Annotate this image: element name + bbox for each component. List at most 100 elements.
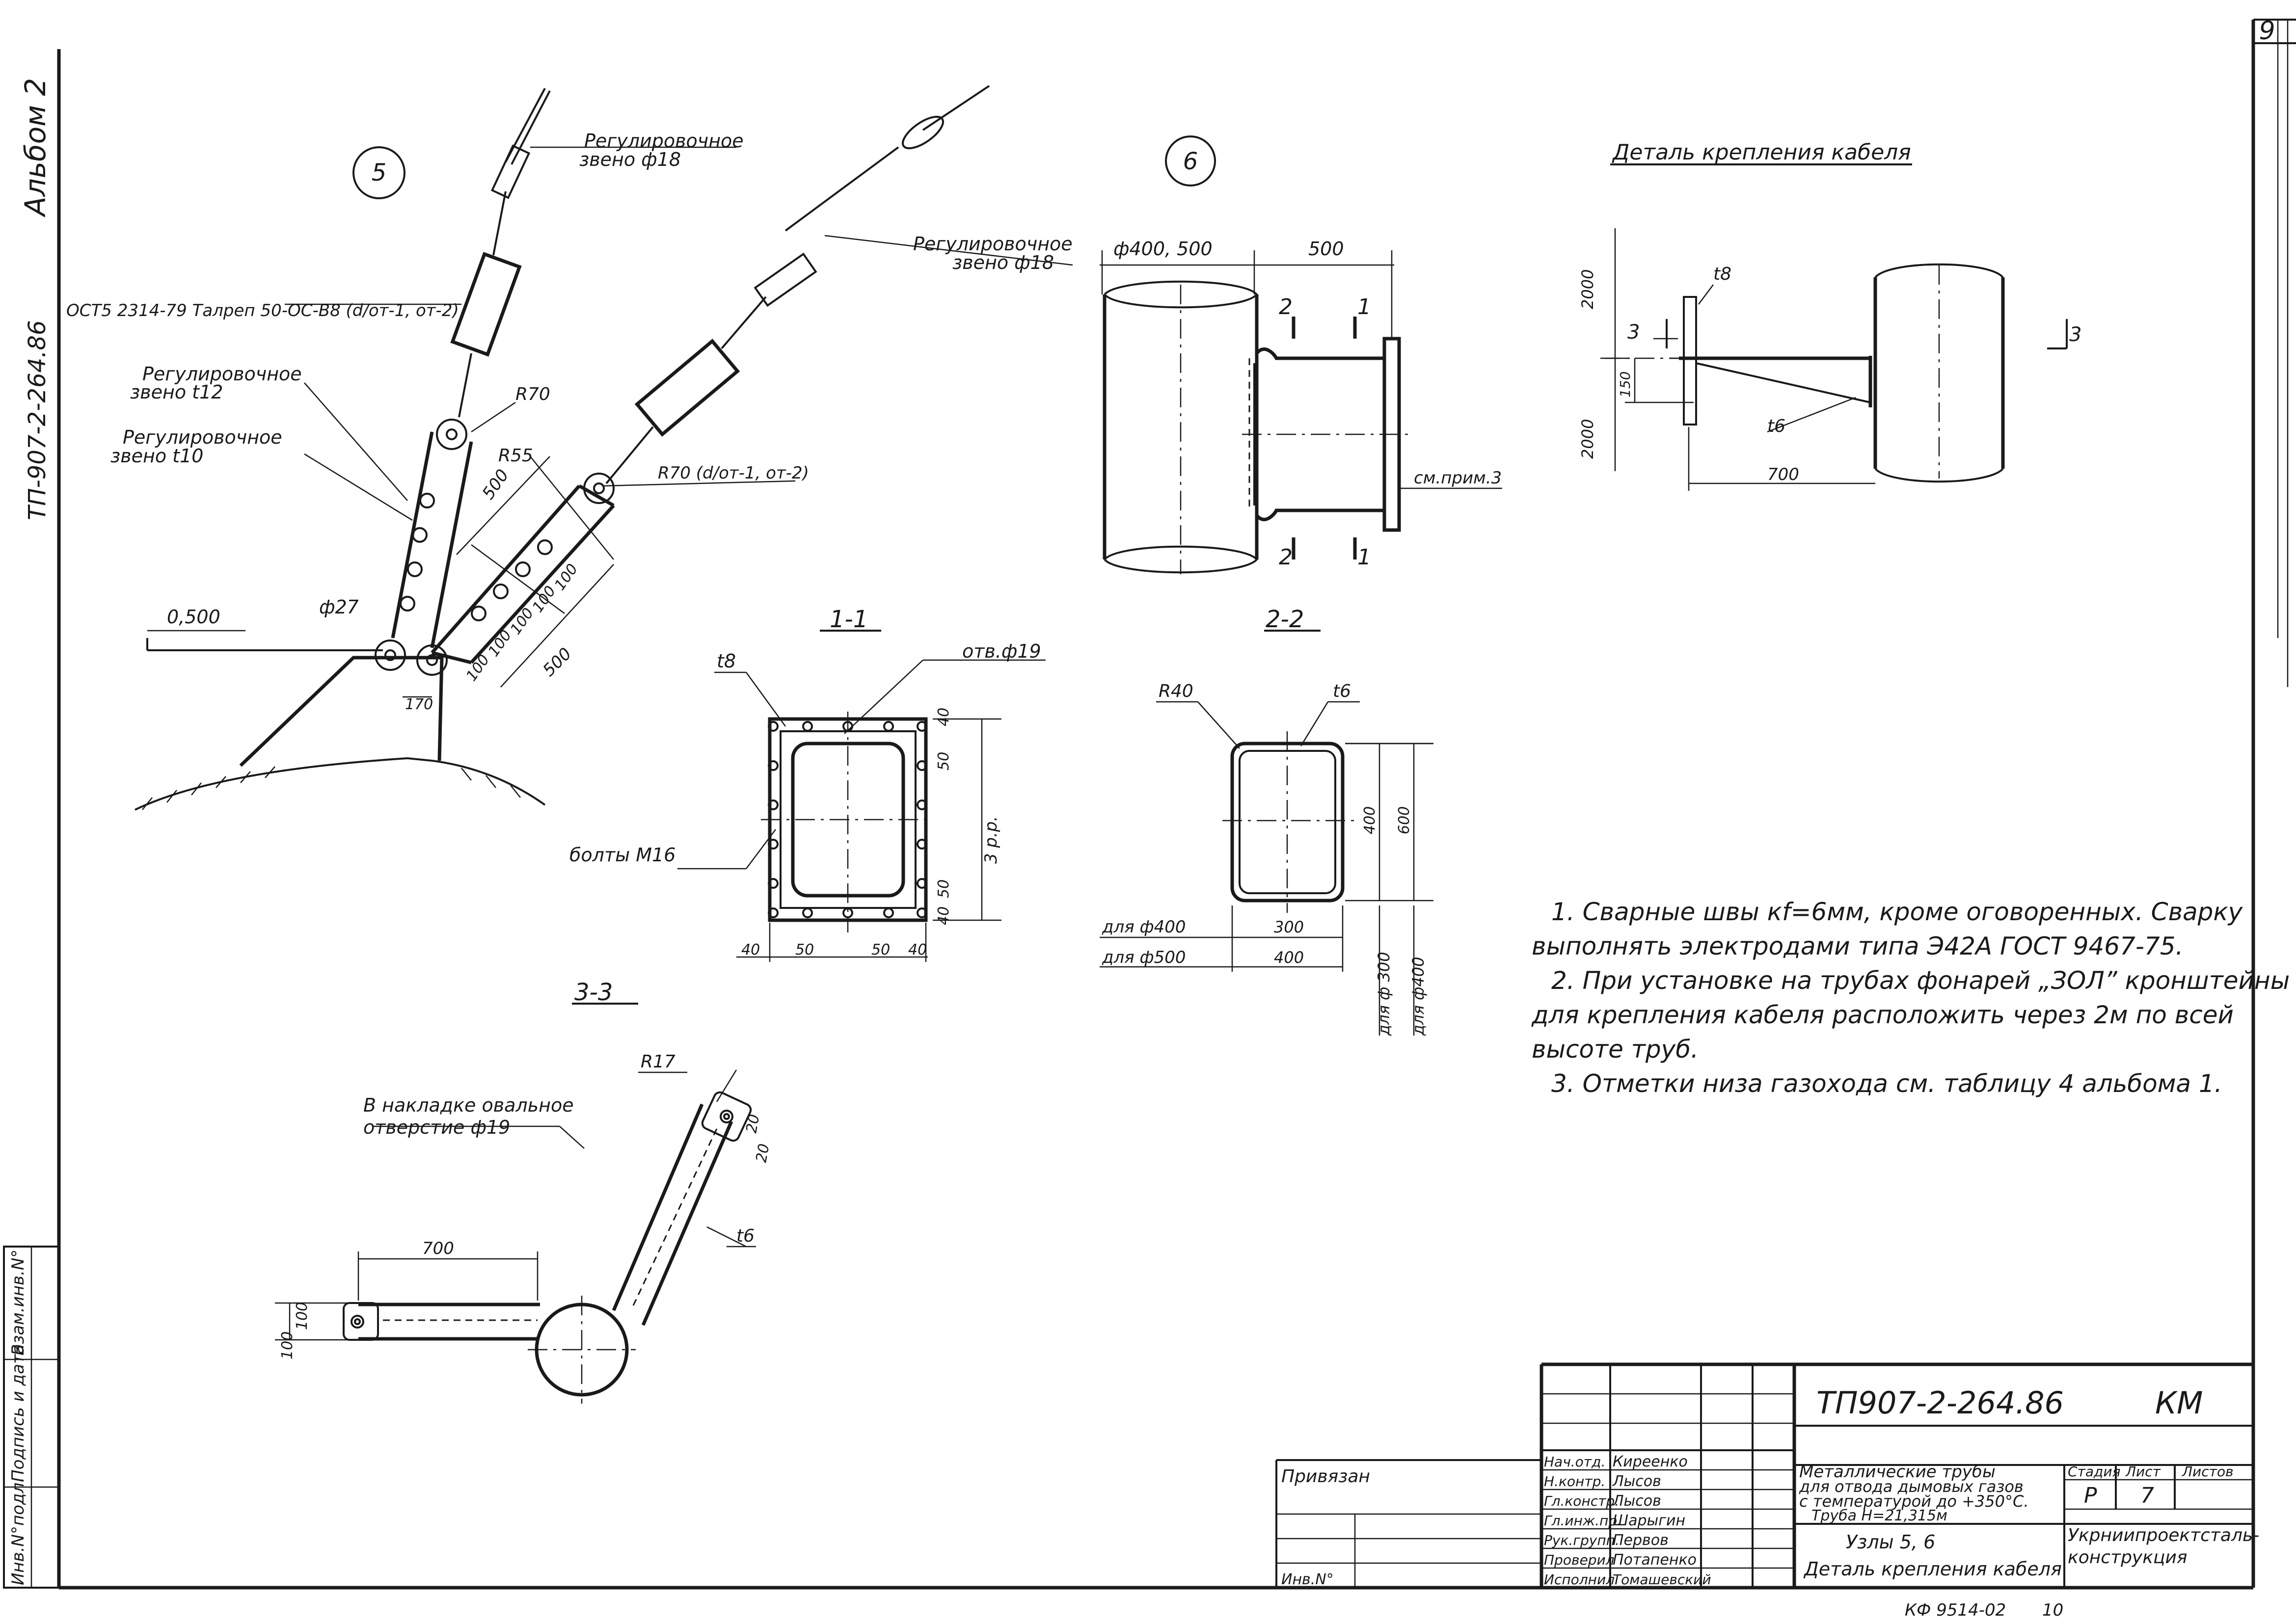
section11-drawing [677, 630, 1046, 962]
node5-dim170: 170 [405, 696, 433, 713]
node6-drawing [1100, 135, 1502, 574]
section11-d40d: 40 [908, 941, 927, 958]
section22-for500: для ф500 [1102, 948, 1186, 967]
sheet-number: 9 [2259, 16, 2275, 46]
note-line-2: выполнять электродами типа Э42А ГОСТ 946… [1532, 932, 2183, 960]
section11-d3pp: 3 р.р. [981, 816, 1001, 864]
title-block-role-0: Нач.отд. [1544, 1454, 1605, 1470]
title-block-subject-1: Деталь крепления кабеля [1803, 1558, 2062, 1580]
section22-d600: 600 [1396, 806, 1413, 834]
title-block-subject-0: Узлы 5, 6 [1846, 1531, 1935, 1553]
section11-t8: t8 [717, 650, 736, 672]
side-stamp-replace: Взам.инв.N° [8, 1250, 28, 1356]
title-block-object-3: Труба Н=21,315м [1811, 1507, 1947, 1524]
side-stamp-inv: Инв.N°подл. [8, 1477, 28, 1585]
section22-d400b: 400 [1274, 948, 1304, 967]
title-block-object-1: для отвода дымовых газов [1799, 1477, 2024, 1496]
title-block-stage: Р [2084, 1483, 2097, 1508]
node5-turnbuckle: ОСТ5 2314-79 Талреп 50-ОС-В8 (d/от-1, от… [66, 301, 459, 320]
node6-note: см.прим.3 [1414, 468, 1502, 488]
node5-adj-link-right: Регулировочное [913, 233, 1073, 255]
cable-detail-t8: t8 [1713, 264, 1731, 284]
title-block-org-0: Укрниипроектсталь- [2068, 1525, 2259, 1545]
title-block-object-2: с температурой до +350°С. [1799, 1492, 2028, 1511]
section22-r40: R40 [1159, 681, 1193, 701]
title-block-sheets-header: Листов [2182, 1463, 2234, 1480]
title-block-name-0: Киреенко [1613, 1453, 1688, 1470]
section33-d100b: 100 [294, 1302, 311, 1330]
node6-cut2-bottom: 2 [1279, 545, 1293, 570]
cable-detail-d150: 150 [1617, 372, 1633, 398]
section11-bolts: болты М16 [569, 844, 675, 866]
section33-r17: R17 [641, 1052, 675, 1072]
node5-number: 5 [372, 159, 387, 186]
section33-d20a: 20 [743, 1113, 763, 1135]
section11-d50b: 50 [935, 879, 952, 898]
note-line-1: 1. Сварные швы кf=6мм, кроме оговоренных… [1551, 898, 2243, 926]
album-code: ТП-907-2-264.86 [24, 320, 51, 520]
title-block-role-3: Гл.инж.пр. [1544, 1513, 1621, 1529]
section11-hole: отв.ф19 [962, 640, 1041, 662]
cable-detail-d2000b: 2000 [1578, 419, 1597, 459]
section33-oval2: отверстие ф19 [363, 1117, 510, 1138]
node5-adj-link-t12: Регулировочное [142, 363, 302, 385]
title-block-sheet: 7 [2140, 1483, 2154, 1508]
title-block-org-1: конструкция [2068, 1547, 2188, 1568]
title-block-inv: Инв.N° [1281, 1571, 1334, 1588]
title-block-mark: КМ [2155, 1385, 2203, 1421]
section22-for400: для ф400 [1102, 917, 1186, 937]
title-block-role-1: Н.контр. [1544, 1473, 1605, 1490]
node5-r55: R55 [498, 446, 533, 466]
node5-adj-link-top-size: звено ф18 [579, 149, 681, 170]
cable-detail-d700: 700 [1767, 465, 1799, 484]
section22-for400v: для ф400 [1409, 957, 1428, 1036]
title-block-role-4: Рук.групп. [1544, 1532, 1620, 1548]
node5-adj-link-right-size: звено ф18 [952, 252, 1054, 273]
title-block [1275, 1362, 2253, 1588]
section11-d40a: 40 [935, 708, 952, 726]
section33-title: 3-3 [574, 979, 613, 1006]
cable-detail-t6: t6 [1767, 416, 1785, 436]
cable-detail-cut3-right: 3 [2069, 323, 2081, 346]
node5-adj-link-t12-size: звено t12 [130, 381, 223, 403]
title-block-name-1: Лысов [1612, 1473, 1661, 1490]
section33-d100a: 100 [279, 1331, 296, 1359]
node5-adj-link-t10-size: звено t10 [110, 445, 203, 467]
title-block-name-4: Первов [1613, 1532, 1669, 1549]
note-line-3: 2. При установке на трубах фонарей „ЗОЛ”… [1551, 966, 2290, 995]
section11-d50a: 50 [935, 752, 952, 771]
node5-phi27: ф27 [319, 596, 359, 618]
title-block-name-6: Томашевский [1613, 1571, 1711, 1588]
side-stamp [3, 1246, 60, 1589]
section22-d400: 400 [1361, 806, 1378, 834]
section33-d20b: 20 [753, 1143, 773, 1164]
node6-number: 6 [1183, 148, 1198, 175]
node5-adj-link-top: Регулировочное [584, 130, 744, 152]
node6-cut1-bottom: 1 [1357, 545, 1371, 570]
cable-detail-d2000a: 2000 [1578, 269, 1597, 309]
section22-title: 2-2 [1266, 606, 1304, 633]
node6-cut1-top: 1 [1357, 294, 1371, 319]
node6-diam: ф400, 500 [1113, 238, 1213, 260]
title-block-role-5: Проверил [1544, 1552, 1615, 1568]
section33-drawing [275, 1003, 756, 1404]
node5-drawing [135, 85, 1073, 811]
node6-cut2-top: 2 [1279, 294, 1293, 319]
cable-detail-title: Деталь крепления кабеля [1612, 140, 1911, 165]
section11-d50d: 50 [871, 941, 890, 958]
cable-detail-cut3-left: 3 [1627, 321, 1640, 344]
note-line-5: высоте труб. [1532, 1035, 1699, 1064]
node5-r70-right: R70 (d/от-1, от-2) [658, 463, 809, 483]
node5-r70: R70 [515, 384, 550, 404]
title-block-role-2: Гл.констр. [1544, 1493, 1619, 1509]
node6-dim500: 500 [1308, 238, 1344, 260]
note-line-4: для крепления кабеля расположить через 2… [1531, 1001, 2234, 1029]
title-block-sheet-header: Лист [2125, 1463, 2161, 1480]
section33-d700: 700 [422, 1239, 454, 1258]
title-block-stage-header: Стадия [2068, 1463, 2120, 1480]
title-block-role-6: Исполнил [1544, 1571, 1615, 1588]
node5-adj-link-t10: Регулировочное [123, 426, 282, 448]
title-block-attached: Привязан [1281, 1466, 1370, 1487]
title-block-object-0: Металлические трубы [1799, 1462, 1996, 1482]
